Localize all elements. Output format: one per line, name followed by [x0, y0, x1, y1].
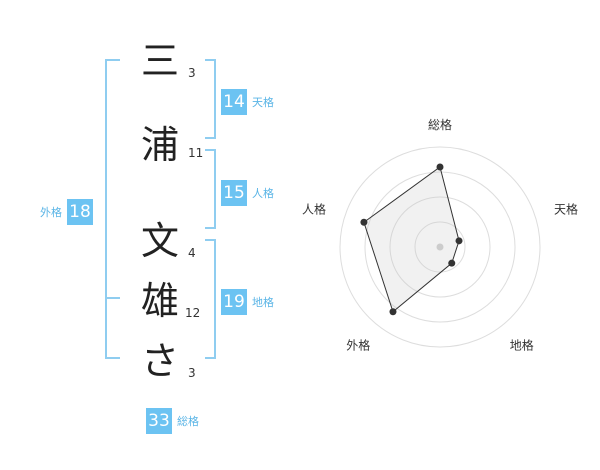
radar-point-3 [448, 259, 456, 267]
stroke-count-1: 3 [188, 66, 196, 80]
radar-point-4 [389, 308, 397, 316]
name-char-1: 三 [140, 39, 179, 83]
radar-point-2 [455, 237, 463, 245]
gaikaku-value: 18 [67, 199, 93, 225]
chikaku-badge: 19 地格 [221, 289, 274, 315]
radar-axis-label-3: 地格 [510, 338, 534, 353]
stroke-count-3: 4 [188, 246, 196, 260]
radar-area [363, 166, 460, 313]
tenkaku-bracket [205, 59, 216, 139]
chikaku-label: 地格 [252, 296, 274, 309]
radar-axis-label-1: 総格 [428, 117, 452, 132]
radar-axis-label-4: 外格 [346, 338, 370, 353]
radar-ring-1 [414, 221, 466, 273]
name-char-4: 雄 [140, 279, 179, 323]
tenkaku-label: 天格 [252, 96, 274, 109]
stroke-count-2: 11 [188, 146, 204, 160]
name-char-5: さ [140, 339, 179, 383]
radar-point-1 [436, 163, 444, 171]
gaikaku-badge: 外格 18 [40, 199, 93, 225]
radar-axis-label-2: 天格 [554, 201, 578, 216]
jinkaku-bracket [205, 149, 216, 229]
chikaku-value: 19 [221, 289, 247, 315]
radar-ring-4 [339, 146, 541, 348]
radar-point-5 [360, 218, 368, 226]
gaikaku-label: 外格 [40, 206, 62, 219]
soukaku-label: 総格 [177, 415, 199, 428]
stroke-count-5: 3 [188, 366, 196, 380]
radar-axis-label-5: 人格 [302, 201, 326, 216]
soukaku-value: 33 [146, 408, 172, 434]
radar-center [436, 243, 444, 251]
name-char-2: 浦 [140, 123, 179, 167]
soukaku-badge: 33 総格 [146, 408, 199, 434]
gaikaku-bracket [105, 59, 120, 359]
jinkaku-label: 人格 [252, 187, 274, 200]
chikaku-bracket [205, 239, 216, 359]
name-char-3: 文 [140, 219, 179, 263]
radar-ring-3 [364, 171, 516, 323]
tenkaku-value: 14 [221, 89, 247, 115]
jinkaku-value: 15 [221, 180, 247, 206]
tenkaku-badge: 14 天格 [221, 89, 274, 115]
jinkaku-badge: 15 人格 [221, 180, 274, 206]
stroke-count-4: 12 [185, 306, 201, 320]
radar-ring-2 [389, 196, 491, 298]
